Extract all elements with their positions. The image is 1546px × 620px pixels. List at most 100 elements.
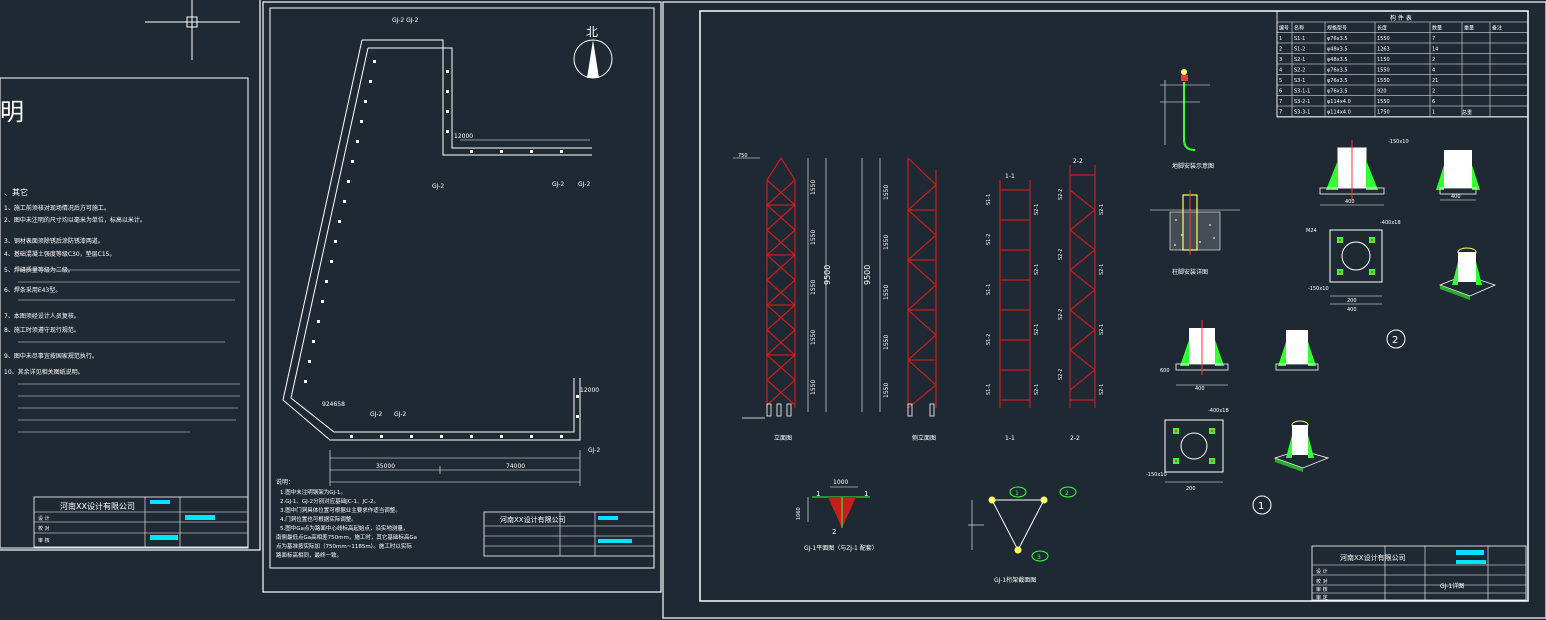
table-cell: 1550 — [1377, 68, 1390, 74]
plate-label: -400x18 — [1208, 408, 1229, 414]
sheet-1: 明 、其它 1、施工前须核对现场情况后方可施工。 2、图中未注明的尺寸均以毫米为… — [0, 0, 261, 551]
member-label: S1-1 — [986, 384, 992, 395]
title-row: 审 定 — [1316, 594, 1328, 601]
member-label: S2-2 — [1058, 249, 1064, 260]
table-cell: 1550 — [1377, 78, 1390, 84]
plate-label: -150x10 — [1308, 286, 1329, 292]
sheet2-company: 河南XX设计有限公司 — [500, 515, 566, 524]
table-cell: 7 — [1432, 36, 1435, 42]
segment-dim: 1550 — [810, 180, 817, 195]
note-line: 9、图中未尽事宜按国家规范执行。 — [4, 352, 98, 360]
note-line: 点为基准按实际加（750mm~1185m）。施工时以实际 — [276, 542, 412, 550]
table-cell: 3 — [1279, 57, 1282, 63]
member-label: S2-2 — [1058, 309, 1064, 320]
note-line: 2、图中未注明的尺寸均以毫米为单位，标高以米计。 — [4, 216, 146, 224]
plate-label: -150x10 — [1388, 139, 1409, 145]
member-label: S2-1 — [1099, 204, 1105, 215]
plan-label: GJ-2 — [588, 447, 600, 454]
table-cell: 1550 — [1377, 36, 1390, 42]
plan-label: GJ-2 — [578, 181, 590, 188]
member-label: S2-1 — [1099, 264, 1105, 275]
sheet3-company: 河南XX设计有限公司 — [1340, 553, 1406, 562]
member-label: S2-1 — [1034, 264, 1040, 275]
note-line: 5.图中Ga点为路面中心线标高起始点，沿实地测量， — [280, 524, 408, 532]
title-row: 校 对 — [38, 525, 50, 532]
note-line: 2.GJ-1、GJ-2分别对应基础JC-1、JC-2。 — [280, 497, 379, 505]
note-line: 4.门洞位置也可根据实际调整。 — [280, 515, 357, 523]
sheet1-title-char: 明 — [0, 98, 24, 126]
table-cell: 1550 — [1377, 99, 1390, 105]
gj1-plan: 1000 1060 1 1 2 GJ-1平面图（与ZJ-1 配套） — [796, 479, 878, 552]
table-cell: φ76x3.5 — [1327, 78, 1348, 84]
plate-label: 400 — [1195, 386, 1205, 392]
table-total: 总重 — [1462, 109, 1472, 116]
segment-dim-side: 1550 — [883, 235, 890, 250]
table-cell: 6 — [1279, 89, 1282, 95]
height-dim-side: 9500 — [863, 265, 872, 285]
drawing-name: GJ-1详图 — [1440, 582, 1464, 590]
table-cell: φ76x3.5 — [1327, 68, 1348, 74]
plate-label: -400x18 — [1380, 220, 1401, 226]
table-header-cell: 数量 — [1432, 25, 1442, 32]
table-header-cell: 长度 — [1377, 25, 1387, 32]
member-label: S2-1 — [1034, 384, 1040, 395]
table-cell: φ114x4.0 — [1327, 99, 1351, 105]
table-header-cell: 规格型号 — [1327, 25, 1347, 32]
table-cell: 1750 — [1377, 110, 1390, 116]
truss-section-plan: 1 2 3 GJ-1桁架截面图 — [968, 486, 1077, 584]
sheet2-title-block: 河南XX设计有限公司 — [483, 511, 655, 557]
table-cell: S1-1 — [1294, 36, 1305, 42]
member-label: S1-2 — [986, 334, 992, 345]
detail-circle-1: 1 — [1258, 501, 1264, 512]
plan-dim: 1000 — [833, 479, 848, 486]
table-cell: φ48x3.5 — [1327, 47, 1348, 53]
plan-label: GJ-2 — [394, 411, 406, 418]
table-cell: φ76x3.5 — [1327, 36, 1348, 42]
segment-dim: 1550 — [810, 330, 817, 345]
front-elevation-truss — [766, 156, 796, 408]
sheet1-notes-heading: 、其它 — [4, 187, 28, 197]
section1-title: 1-1 — [1005, 173, 1015, 180]
table-cell: 920 — [1377, 89, 1387, 95]
member-label: S2-1 — [1034, 324, 1040, 335]
table-cell: 2 — [1279, 47, 1282, 53]
table-header-cell: 重量 — [1464, 25, 1474, 32]
note-line: 4、基础混凝土强度等级C30，垫层C15。 — [4, 250, 115, 258]
table-cell: S1-2 — [1294, 47, 1305, 53]
note-line: 3.图中门洞具体位置可根据业主要求作适当调整。 — [280, 506, 401, 514]
side-elevation-label: 侧立面图 — [912, 434, 936, 442]
node-label: 1 — [816, 490, 820, 498]
plate-label: 200 — [1186, 486, 1196, 492]
title-row: 校 对 — [1316, 578, 1328, 585]
plan-label: GJ-2 — [552, 181, 564, 188]
member-label: S2-1 — [1099, 384, 1105, 395]
plate-label: M24 — [1306, 228, 1317, 234]
table-cell: S3-1 — [1294, 78, 1305, 84]
anchor-install-detail: 地脚安装示意图 — [1160, 69, 1214, 170]
title-row: 审 核 — [38, 537, 50, 544]
sheet3-title-block: 河南XX设计有限公司 设 计 校 对 审 核 审 定 GJ-1详图 — [1311, 545, 1527, 601]
sheet2-notes-heading: 说明： — [276, 478, 294, 486]
table-cell: 2 — [1432, 89, 1435, 95]
sheet2-notes: 1.图中未注明钢架为GJ-1。 2.GJ-1、GJ-2分别对应基础JC-1、JC… — [276, 488, 417, 559]
table-title: 构 件 表 — [1390, 14, 1412, 22]
table-cell: φ48x3.5 — [1327, 57, 1348, 63]
column-install-detail: 柱脚安装详图 — [1150, 190, 1240, 276]
detail-circle-2: 2 — [1392, 335, 1398, 346]
plate-label: 400 — [1347, 307, 1357, 313]
table-cell: 14 — [1432, 47, 1438, 53]
plan-label: GJ-2 — [370, 411, 382, 418]
table-cell: 4 — [1432, 68, 1435, 74]
table-header-cell: 编号 — [1279, 25, 1289, 32]
note-line: 6、焊条采用E43型。 — [4, 286, 61, 294]
section2-title: 2-2 — [1073, 158, 1083, 165]
note-line: 南侧最低点Ga高相差750mm，施工时，其它基础标高Ga — [276, 533, 417, 541]
north-arrow-icon: 北 — [573, 25, 613, 79]
front-elevation-dims: 9500 1550 1550 1550 1550 1550 — [807, 158, 832, 412]
fence-outline — [282, 39, 592, 441]
sheet1-notes: 1、施工前须核对现场情况后方可施工。 2、图中未注明的尺寸均以毫米为单位，标高以… — [4, 204, 146, 376]
member-label: S2-1 — [1034, 204, 1040, 215]
node-label: 1 — [864, 490, 868, 498]
